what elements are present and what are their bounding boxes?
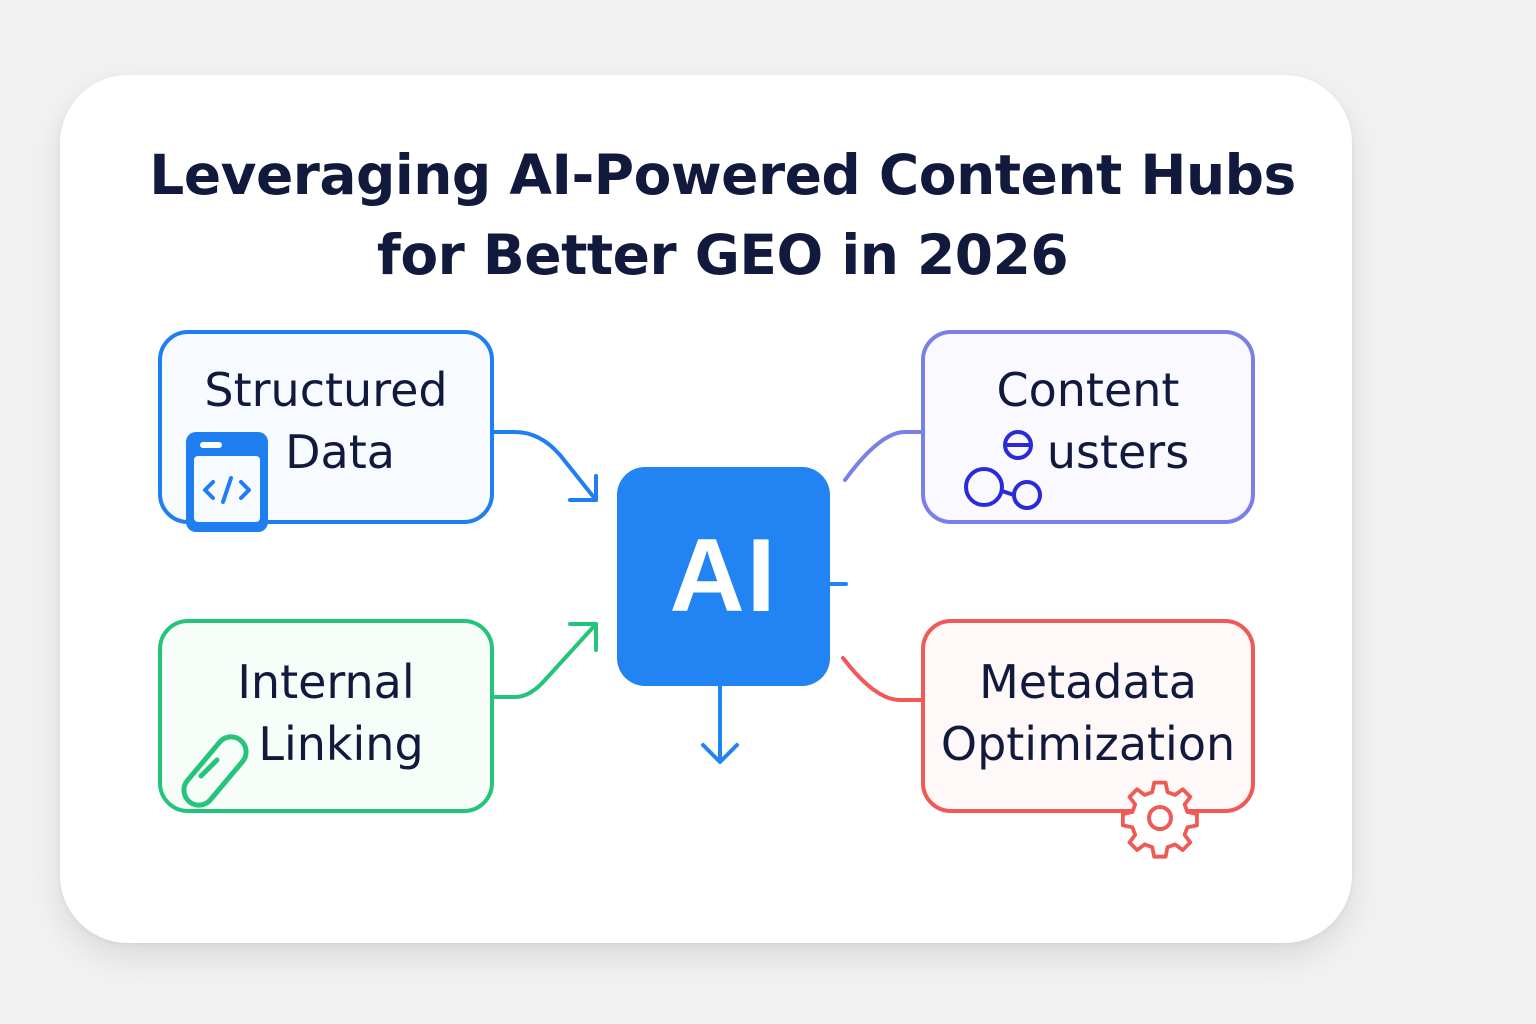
- internal-linking-node: Internal Linking: [158, 619, 494, 813]
- structured-data-line-1: Structured: [204, 363, 448, 417]
- link-icon: [181, 734, 249, 808]
- diagram-title: Leveraging AI-Powered Content Hubs for B…: [0, 135, 1445, 295]
- content-clusters-node: Content usters: [921, 330, 1255, 524]
- gear-icon: [1120, 780, 1199, 859]
- structured-data-line-2: Data: [285, 425, 395, 479]
- ai-hub-label: AI: [669, 518, 778, 634]
- structured-data-label: Structured Data: [162, 359, 490, 483]
- code-window-icon: [186, 432, 268, 532]
- cluster-circles-icon: [964, 430, 1042, 510]
- metadata-optimization-line-1: Metadata: [979, 655, 1197, 709]
- internal-linking-line-1: Internal: [237, 655, 415, 709]
- title-line-1: Leveraging AI-Powered Content Hubs: [149, 143, 1296, 207]
- ai-hub: AI: [617, 467, 830, 686]
- title-line-2: for Better GEO in 2026: [376, 223, 1069, 287]
- metadata-optimization-line-2: Optimization: [940, 717, 1236, 771]
- internal-linking-label: Internal Linking: [162, 651, 490, 775]
- content-clusters-line-2: usters: [1046, 425, 1190, 479]
- content-clusters-label: Content usters: [925, 359, 1251, 483]
- internal-linking-line-2: Linking: [258, 717, 424, 771]
- metadata-optimization-node: Metadata Optimization: [921, 619, 1255, 813]
- content-clusters-line-1: Content: [996, 363, 1180, 417]
- metadata-optimization-label: Metadata Optimization: [925, 651, 1251, 775]
